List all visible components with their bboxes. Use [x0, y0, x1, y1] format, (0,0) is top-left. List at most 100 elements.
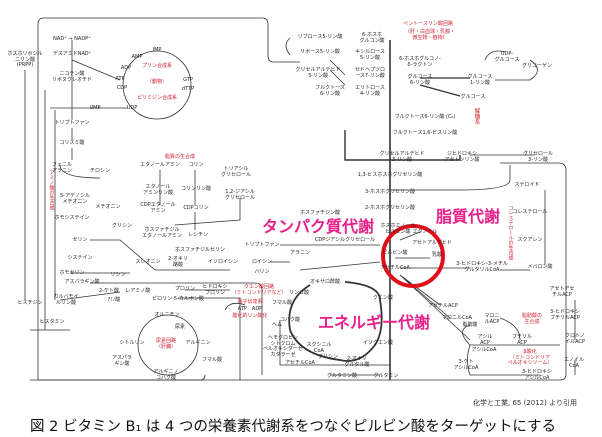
node: ステロイド — [514, 182, 540, 188]
node: カルバモイ ルリン酸 — [53, 294, 79, 306]
node: ATP — [115, 76, 125, 82]
node: アルギニノ コハク酸 — [153, 369, 179, 381]
node: フルクトース1,6-ビスリン酸 — [392, 130, 458, 136]
node: 3-ヒドロキシ ブチリルACP — [550, 309, 580, 321]
node: 3-ヒドロキシ-3-メチル グルタリルCoA — [456, 261, 508, 273]
citation: 化学と工業, 65 (2012) より引用 — [473, 399, 577, 407]
node: リンゴ酸 — [288, 290, 310, 296]
node: 2-ホスホグリセリン酸 — [365, 205, 415, 211]
node: デスアミドNAD⁺ — [52, 51, 92, 57]
node: ブチリル ACP — [511, 334, 533, 346]
node: コレステロール — [512, 209, 548, 215]
node: 乳酸 — [431, 252, 443, 258]
node: β酸化 （ミトコンドリア ペルオキシソーム） — [507, 349, 553, 366]
node: トリプトファン — [54, 120, 90, 126]
node: マロニルCoA — [442, 315, 472, 321]
node: シトルリン — [119, 340, 145, 346]
node: アラニン — [289, 250, 311, 256]
node: バリン — [254, 269, 270, 275]
node: ATP ADP — [237, 306, 263, 312]
node: フマル酸 — [271, 300, 293, 306]
node: 解糖系 — [473, 108, 480, 125]
node: グリシン — [317, 354, 339, 360]
node: リボース5-リン酸 — [300, 49, 340, 55]
node: UDP — [126, 105, 138, 111]
node: グルコース — [460, 94, 486, 100]
node: プリン合成系 — [141, 63, 173, 69]
node: 1,2-ジアシル グリセロール — [224, 189, 256, 201]
node: AMP — [131, 54, 143, 60]
node: グルコース 1-リン酸 — [467, 74, 493, 86]
node: 2-ケト酸 — [99, 288, 119, 294]
node: アシルCoA — [471, 347, 497, 353]
node: ヘモグロビン シトクロム ペルオキシダーゼ カタラーゼ — [262, 335, 304, 358]
node: アシル ACP — [477, 334, 493, 346]
node: 1,3-ビスホスホグリセリン酸 — [357, 172, 423, 178]
node: dTTP — [181, 86, 195, 92]
node: 2-オキソ 酪酸 — [168, 256, 188, 268]
pyruvate-highlight-circle — [381, 224, 445, 288]
node: スクシニル CoA — [306, 342, 332, 354]
node: リシン — [110, 272, 126, 278]
node: アスパラギン酸 — [64, 279, 100, 285]
node: 脂肪酸 — [462, 322, 478, 328]
node: CDPジアシルグリセロール — [314, 237, 376, 243]
node: ホスファチジル エタノールアミン — [142, 227, 182, 239]
node: ホスファチジン酸 — [299, 210, 341, 216]
node: クロトノ イルACP — [564, 333, 586, 345]
node: ペントースリン酸回路 — [403, 21, 453, 27]
node: 尿素回路 （肝臓） — [155, 338, 177, 350]
region-label-protein-metabolism: タンパク質代謝 — [262, 217, 375, 236]
node: フルクトース6-リン酸 (C₆) — [394, 114, 456, 120]
node: オキサロ酢酸 — [309, 279, 341, 285]
figure-caption: 図 2 ビタミン B₁ は 4 つの栄養素代謝系をつなぐピルビン酸をターゲットに… — [30, 419, 557, 435]
node: ホスホリボシル 二リン酸 (PRPP) — [7, 51, 43, 68]
node: キシルロース 5-リン酸 — [355, 49, 385, 61]
node: レシチン — [187, 232, 209, 238]
region-label-lipid-metabolism: 脂質代謝 — [436, 207, 501, 226]
node: プロリン — [174, 286, 196, 292]
node: スクアレン — [517, 237, 543, 243]
node: 3-ケト アシルCoA — [453, 359, 479, 371]
node: 脂肪酸の 生合成 — [521, 313, 543, 325]
node: トリアシル グリセロール — [220, 166, 252, 178]
node: CDP — [116, 85, 128, 91]
node: アスパラ ギン酸 — [111, 355, 133, 367]
pathway-lines — [24, 17, 576, 381]
node: ニコチン酸 リボヌクレオチド — [51, 71, 93, 83]
node: フェニル アラニン — [51, 162, 73, 174]
node: CDPコリン — [183, 205, 209, 211]
node: コリスミ酸 — [59, 140, 85, 146]
node: アセトアセ チルACP — [549, 286, 575, 298]
node: エリトロース 4-リン酸 — [355, 85, 385, 97]
node: 6-ホスホグルコノ- δ-ラクトン — [399, 56, 441, 68]
node: ロイシン — [251, 259, 273, 265]
node: L-アミノ酸 — [125, 288, 151, 294]
node: チロシン — [89, 168, 111, 174]
node: グリセルアルデヒド 3-リン酸 — [295, 67, 341, 79]
node: コレステロールの生合成 — [507, 205, 514, 260]
node: アルギニン — [185, 340, 211, 346]
node: グルコース 6-リン酸 — [407, 74, 433, 86]
node: グリセルアルデヒド 3-リン酸 — [379, 151, 425, 163]
node: コリンリン酸 — [180, 186, 212, 192]
node: エノイル CoA — [563, 357, 585, 369]
node: 6-ホスホ グルコン酸 — [359, 32, 385, 44]
node: エタノールアミン — [140, 162, 180, 168]
node: トリプトファン — [244, 242, 280, 248]
node: アミノ酸の生合成 — [48, 170, 55, 210]
node: ホスホエノール ピルビン酸 — [380, 223, 416, 235]
node: アセチルACP — [428, 303, 458, 309]
node: アセチルCoA — [285, 360, 315, 366]
node: ホモシステイン — [54, 215, 90, 221]
node: オルニチン — [154, 312, 180, 318]
region-label-energy-metabolism: エネルギー代謝 — [318, 313, 431, 332]
node: （動物） — [146, 79, 168, 85]
node: セリン — [72, 237, 88, 243]
node: ヘム — [271, 322, 283, 328]
node: ｱﾐﾉ酸 — [107, 297, 121, 303]
node: イソロイシン — [207, 259, 239, 265]
node: グリシン — [111, 223, 133, 229]
node: アセチルCoA — [380, 265, 410, 271]
node: 電子伝達系 — [237, 299, 263, 305]
